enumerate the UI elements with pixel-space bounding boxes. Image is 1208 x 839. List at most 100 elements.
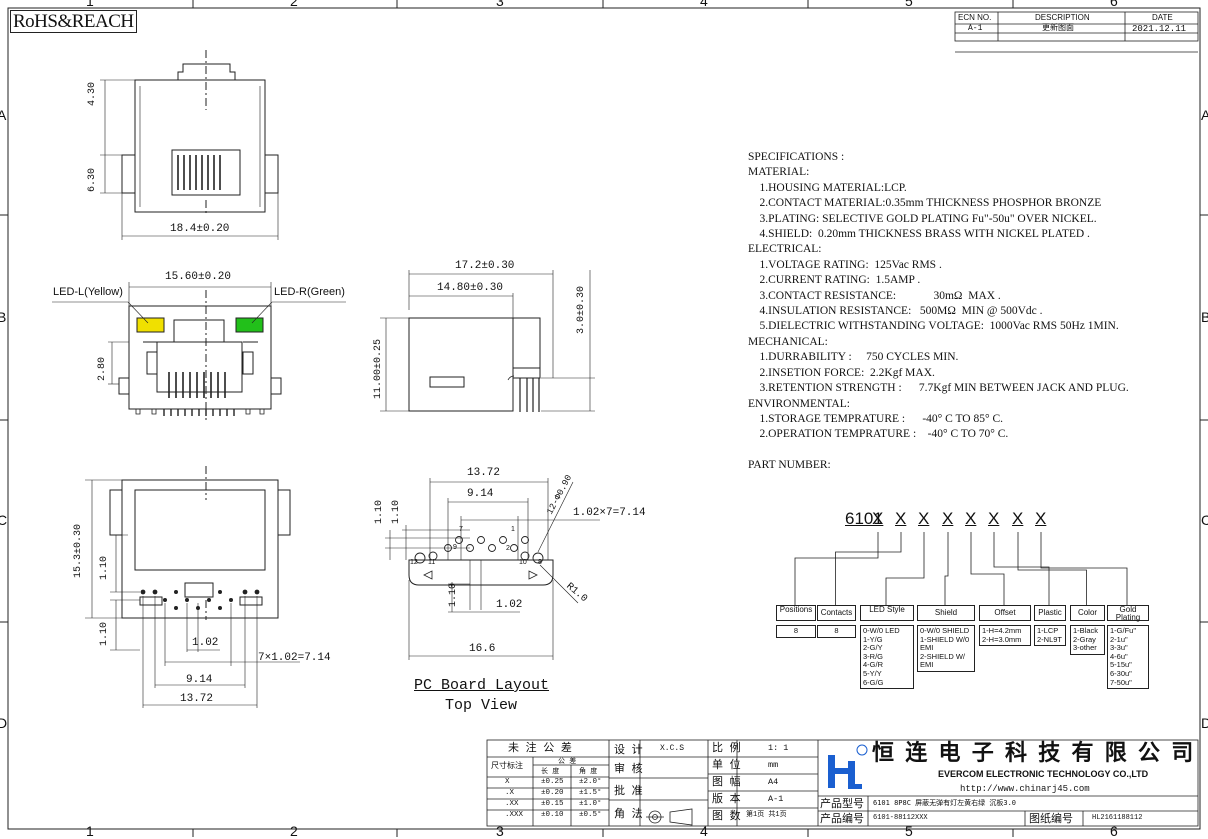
part-number-connector bbox=[835, 532, 902, 605]
zone-row-b: B bbox=[0, 309, 7, 325]
part-option: 2-1u" bbox=[1110, 634, 1128, 644]
front-view bbox=[100, 50, 279, 240]
spec-line: 2.CURRENT RATING: 1.5AMP . bbox=[748, 274, 921, 287]
rohs-reach-badge: RoHS&REACH bbox=[10, 10, 137, 33]
part-number-slot: X bbox=[895, 509, 907, 528]
product-model-label: 产品型号 bbox=[820, 797, 864, 810]
dim-pcb-pitch: 1.02×7=7.14 bbox=[573, 507, 646, 519]
tolerance-length-head: 长 度 bbox=[541, 767, 560, 775]
spec-line: 4.INSULATION RESISTANCE: 500MΩ MIN @ 500… bbox=[748, 305, 1043, 318]
product-model-value: 6101 8P8C 屏蔽无弹有灯左黄右绿 沉板3.0 bbox=[873, 799, 1017, 807]
spec-line: 1.STORAGE TEMPRATURE : -40° C TO 85° C. bbox=[748, 412, 1004, 425]
ecn-table bbox=[954, 11, 1199, 53]
approval-review: 审 核 bbox=[614, 762, 643, 775]
drawing-no-value: HL2161188112 bbox=[1092, 814, 1143, 822]
tolerance-cell: ±0.10 bbox=[541, 811, 564, 819]
part-option: 2-H=3.0mm bbox=[982, 634, 1022, 644]
drawing-info-key: 版 本 bbox=[712, 792, 741, 805]
part-number-base: 6101 bbox=[845, 509, 883, 528]
ecn-description-value: 更新图面 bbox=[1042, 24, 1074, 33]
part-option: 1-SHIELD W/0 EMI bbox=[920, 634, 970, 653]
spec-line: 5.DIELECTRIC WITHSTANDING VOLTAGE: 1000V… bbox=[748, 320, 1119, 333]
specifications-block: SPECIFICATIONS :MATERIAL: 1.HOUSING MATE… bbox=[748, 150, 1129, 474]
tolerance-cell: .XXX bbox=[505, 811, 524, 819]
part-option: 2-G/Y bbox=[863, 643, 883, 653]
spec-line: 1.DURRABILITY : 750 CYCLES MIN. bbox=[748, 351, 959, 364]
tolerance-cell: .X bbox=[505, 789, 515, 797]
tolerance-title: 未 注 公 差 bbox=[508, 741, 572, 754]
part-number-slot: X bbox=[988, 509, 1000, 528]
part-option: 1-LCP bbox=[1037, 626, 1059, 635]
ecn-no-value: A-1 bbox=[968, 24, 983, 33]
zone-col-5: 5 bbox=[905, 0, 913, 9]
tolerance-label: 尺寸标注 bbox=[491, 761, 523, 770]
part-option: 4-G/R bbox=[863, 660, 884, 670]
zone-col-5-bottom: 5 bbox=[905, 823, 913, 839]
dim-pcb-16-6: 16.6 bbox=[469, 643, 496, 655]
dim-side-offset: 3.0±0.30 bbox=[576, 285, 587, 334]
spec-line: 2.INSETION FORCE: 2.2Kgf MAX. bbox=[748, 366, 935, 379]
title-block bbox=[486, 739, 1199, 827]
dim-front-width: 18.4±0.20 bbox=[170, 223, 230, 235]
tolerance-cell: ±1.0° bbox=[579, 800, 602, 808]
zone-row-c: C bbox=[0, 512, 8, 528]
part-number-slot: X bbox=[965, 509, 977, 528]
drawing-info-value: mm bbox=[768, 760, 779, 770]
spec-line: 3.PLATING: SELECTIVE GOLD PLATING Fu"-50… bbox=[748, 212, 1097, 225]
drawing-info-key: 图 数 bbox=[712, 809, 741, 822]
zone-col-4-bottom: 4 bbox=[700, 823, 708, 839]
company-url[interactable]: http://www.chinarj45.com bbox=[960, 784, 1090, 794]
part-option: 0-W/0 SHIELD bbox=[920, 626, 970, 635]
pcb-caption-subtitle: Top View bbox=[445, 697, 518, 714]
pcb-layout-view bbox=[385, 478, 600, 660]
spec-line: 3.CONTACT RESISTANCE: 30mΩ MAX . bbox=[748, 289, 1001, 302]
spec-line: 4.SHIELD: 0.20mm THICKNESS BRASS WITH NI… bbox=[748, 228, 1090, 241]
pcb-pin-11: 11 bbox=[428, 559, 436, 566]
pcb-pin-8: 8 bbox=[538, 559, 542, 566]
dim-side-length: 17.2±0.30 bbox=[455, 260, 515, 272]
dim-bottom-1-10-lower: 1.10 bbox=[99, 621, 110, 646]
spec-line: PART NUMBER: bbox=[748, 459, 831, 472]
ecn-header-no: ECN NO. bbox=[958, 13, 992, 22]
part-option: 4-6u" bbox=[1110, 651, 1128, 661]
led-right-label: LED-R(Green) bbox=[274, 286, 345, 298]
part-number-slot: X bbox=[1035, 509, 1047, 528]
company-logo bbox=[828, 744, 868, 789]
dim-side-height: 11.00±0.25 bbox=[373, 338, 384, 399]
part-option: 2-SHIELD W/ EMI bbox=[920, 651, 966, 670]
drawing-info-value: A4 bbox=[768, 777, 779, 787]
bottom-view bbox=[85, 466, 300, 708]
part-option: 1-Black bbox=[1073, 626, 1099, 635]
dim-led-width: 15.60±0.20 bbox=[165, 271, 232, 283]
tolerance-cell: X bbox=[505, 778, 510, 786]
tolerance-cell: .XX bbox=[505, 800, 519, 808]
drawing-info-key: 单 位 bbox=[712, 758, 741, 771]
pcb-pin-12: 12 bbox=[410, 559, 418, 566]
zone-col-1-bottom: 1 bbox=[86, 823, 94, 839]
tolerance-angle-head: 角 度 bbox=[579, 767, 598, 775]
part-option: 8 bbox=[793, 626, 799, 635]
part-number-connector bbox=[885, 532, 925, 605]
part-category-label: Shield bbox=[917, 605, 975, 621]
pcb-pin-1: 1 bbox=[511, 526, 515, 533]
spec-line: MECHANICAL: bbox=[748, 335, 828, 348]
spec-line: 3.RETENTION STRENGTH : 7.7Kgf MIN BETWEE… bbox=[748, 382, 1129, 395]
dim-front-height-lower: 6.30 bbox=[87, 167, 98, 192]
part-category-label: Contacts bbox=[817, 605, 856, 621]
zone-col-4: 4 bbox=[700, 0, 708, 9]
dim-pcb-1-10-c: 1.10 bbox=[448, 582, 459, 607]
drawing-info-key: 比 例 bbox=[712, 741, 741, 754]
tolerance-cell: ±0.15 bbox=[541, 800, 564, 808]
dim-bottom-pitch-total: 7×1.02=7.14 bbox=[258, 652, 331, 664]
part-option: 5-Y/Y bbox=[863, 668, 882, 678]
part-option: 3-3u" bbox=[1110, 643, 1128, 653]
zone-col-1: 1 bbox=[86, 0, 94, 9]
side-view bbox=[380, 270, 595, 412]
zone-row-d: D bbox=[0, 715, 8, 731]
pcb-pin-9: 9 bbox=[453, 544, 457, 551]
part-option: 3-other bbox=[1073, 643, 1097, 653]
part-option: 3-R/G bbox=[863, 651, 884, 661]
tolerance-cell: ±2.0° bbox=[579, 778, 602, 786]
